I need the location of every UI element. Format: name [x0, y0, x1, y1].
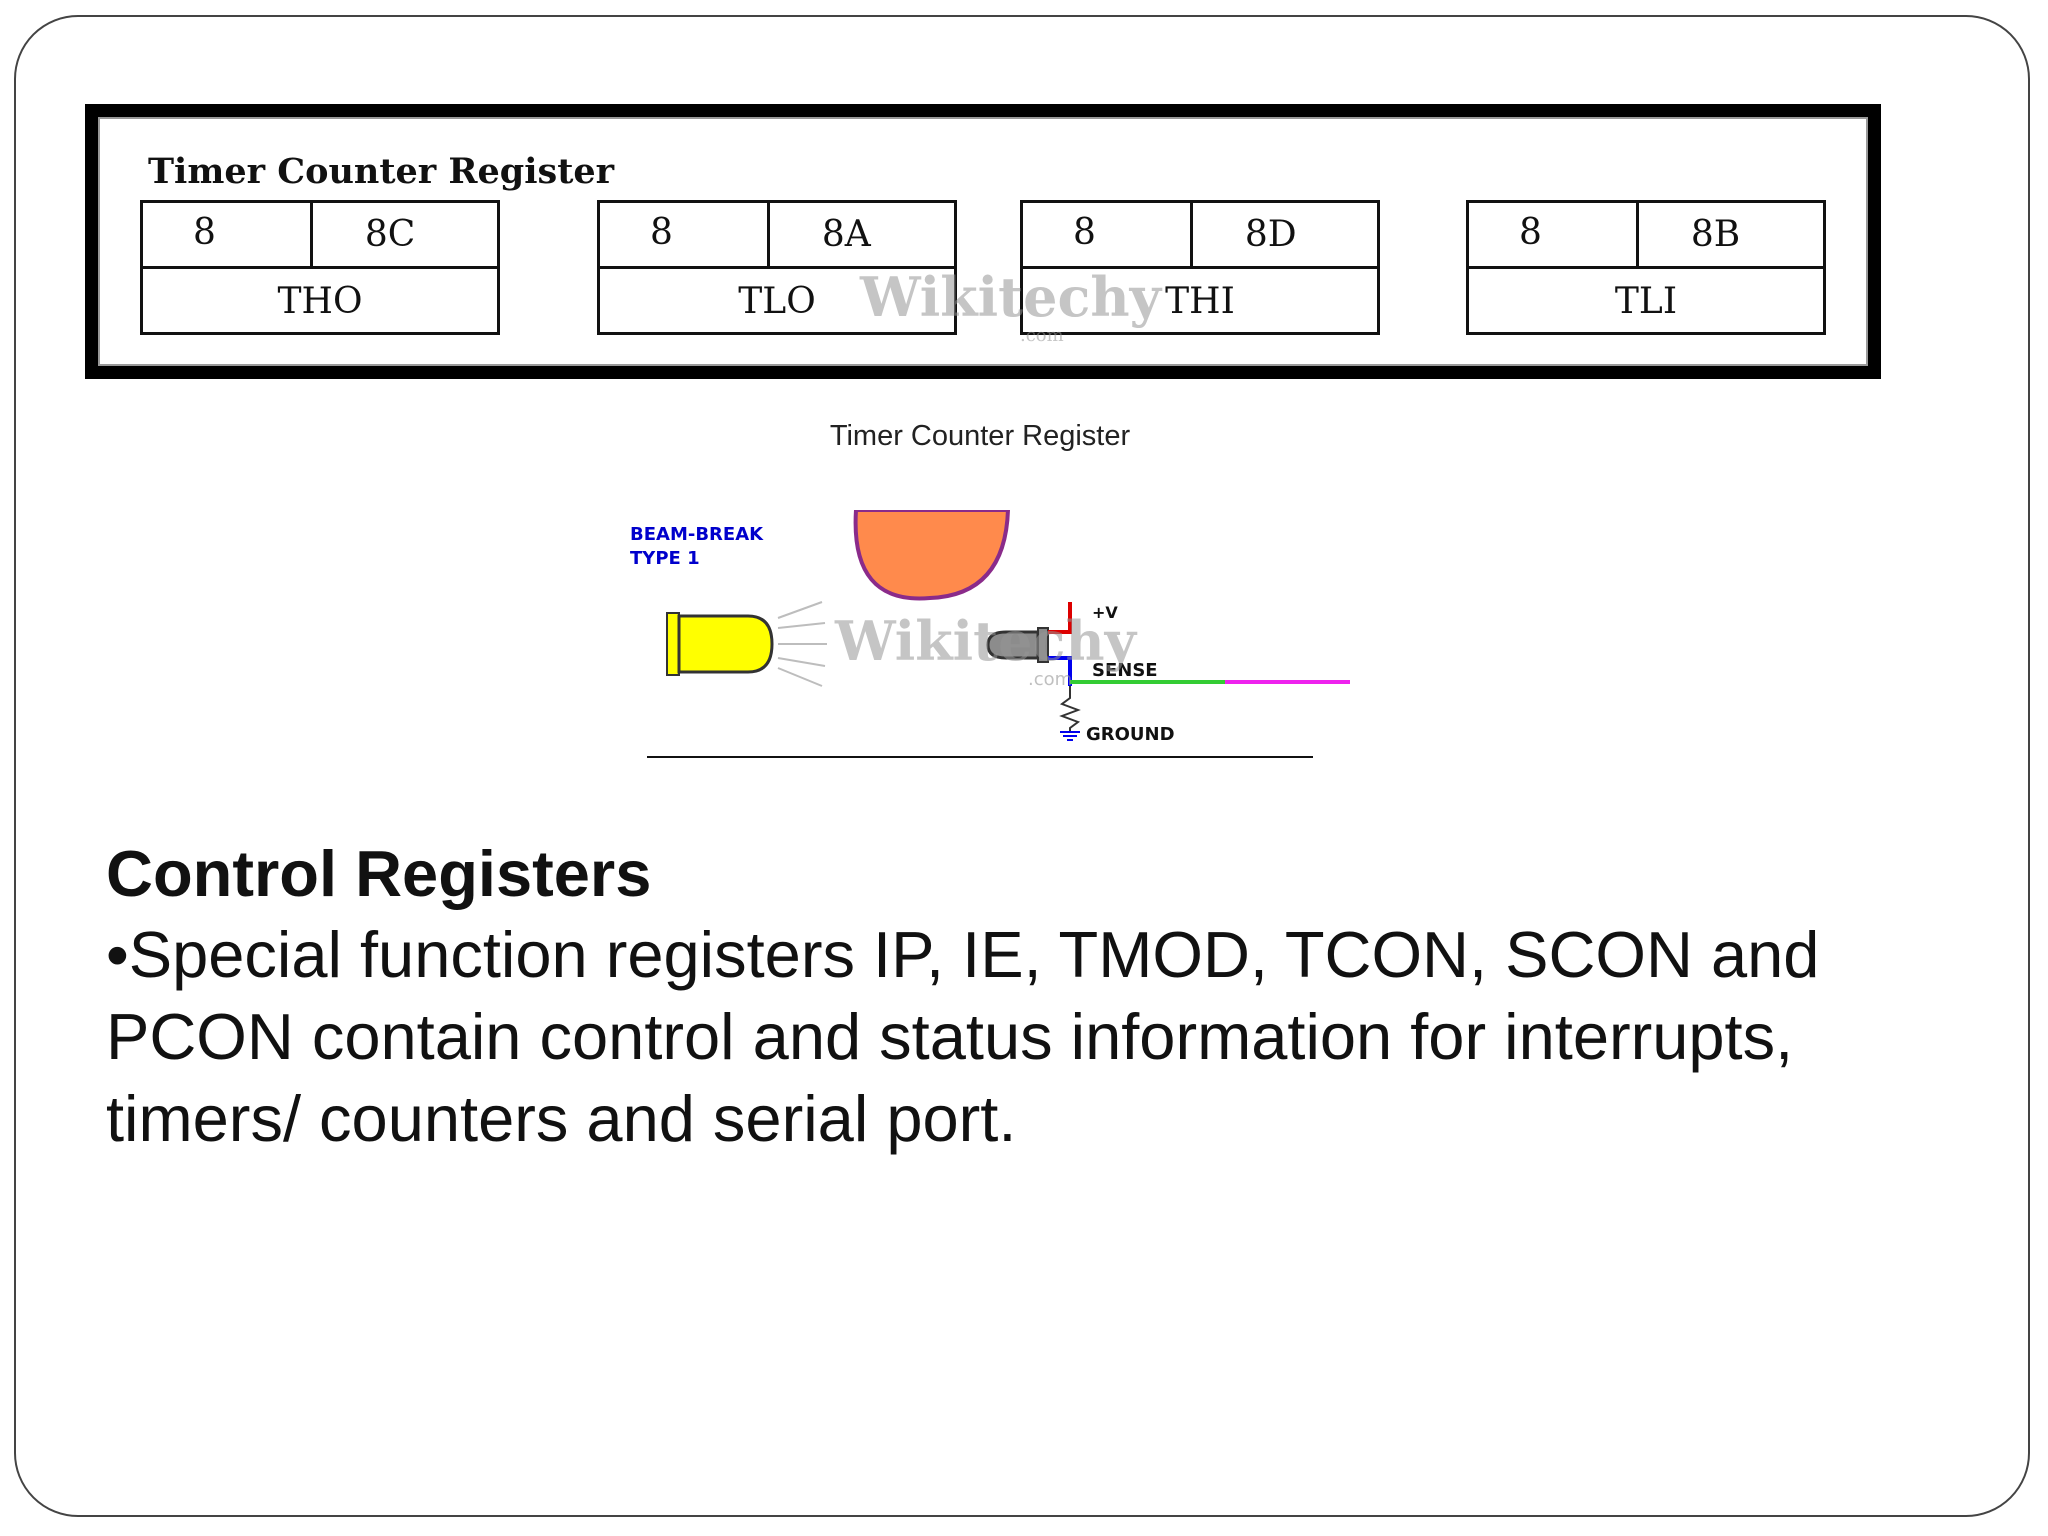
- register-address: 8B: [1690, 214, 1741, 255]
- register-row-top: 8 8A: [600, 203, 954, 269]
- section-heading: Control Registers: [106, 837, 652, 910]
- ball-obstacle: [853, 510, 1011, 601]
- register-row-top: 8 8B: [1469, 203, 1823, 269]
- register-row-top: 8 8C: [143, 203, 497, 269]
- register-name: THO: [277, 281, 363, 322]
- register-name: TLO: [738, 281, 816, 322]
- diagram-watermark-suffix: .com: [1028, 669, 1072, 690]
- register-row-top: 8 8D: [1023, 203, 1377, 269]
- register-tlo: 8 8A TLO: [597, 200, 957, 335]
- register-figure-title: Timer Counter Register: [148, 151, 615, 192]
- register-figure-panel: Timer Counter Register 8 8C THO 8 8A TLO…: [98, 117, 1868, 366]
- figure-caption: Timer Counter Register: [829, 420, 1131, 452]
- sense-wire: [1048, 656, 1072, 686]
- beam-break-label: BEAM-BREAK: [630, 524, 764, 545]
- type-label: TYPE 1: [630, 548, 700, 569]
- phototransistor-icon: [986, 627, 1049, 663]
- diagram-watermark: Wikitechy: [834, 609, 1138, 673]
- register-name: THI: [1165, 281, 1235, 322]
- register-thi: 8 8D THI: [1020, 200, 1380, 335]
- register-bits: 8: [1023, 203, 1193, 266]
- register-address: 8D: [1244, 214, 1297, 255]
- register-address: 8A: [821, 214, 871, 255]
- vplus-label: +V: [1092, 603, 1118, 622]
- resistor-icon: [1059, 686, 1081, 732]
- register-address: 8C: [364, 214, 416, 255]
- timer-counter-register-figure: Timer Counter Register 8 8C THO 8 8A TLO…: [85, 104, 1881, 379]
- register-bits: 8: [600, 203, 770, 266]
- beam-break-diagram: BEAM-BREAK TYPE 1 +V SENSE GROUND Wikite…: [630, 510, 1350, 758]
- led-emitter-icon: [666, 612, 774, 676]
- register-bits: 8: [143, 203, 313, 266]
- body-paragraph: •Special function registers IP, IE, TMOD…: [106, 918, 1820, 1155]
- ground-icon: [1060, 731, 1080, 741]
- ground-label: GROUND: [1086, 724, 1175, 745]
- register-bits: 8: [1469, 203, 1639, 266]
- register-tho: 8 8C THO: [140, 200, 500, 335]
- register-tli: 8 8B TLI: [1466, 200, 1826, 335]
- light-rays: [777, 601, 827, 687]
- vplus-wire: [1048, 602, 1072, 634]
- register-name: TLI: [1614, 281, 1678, 322]
- sense-label: SENSE: [1092, 660, 1158, 681]
